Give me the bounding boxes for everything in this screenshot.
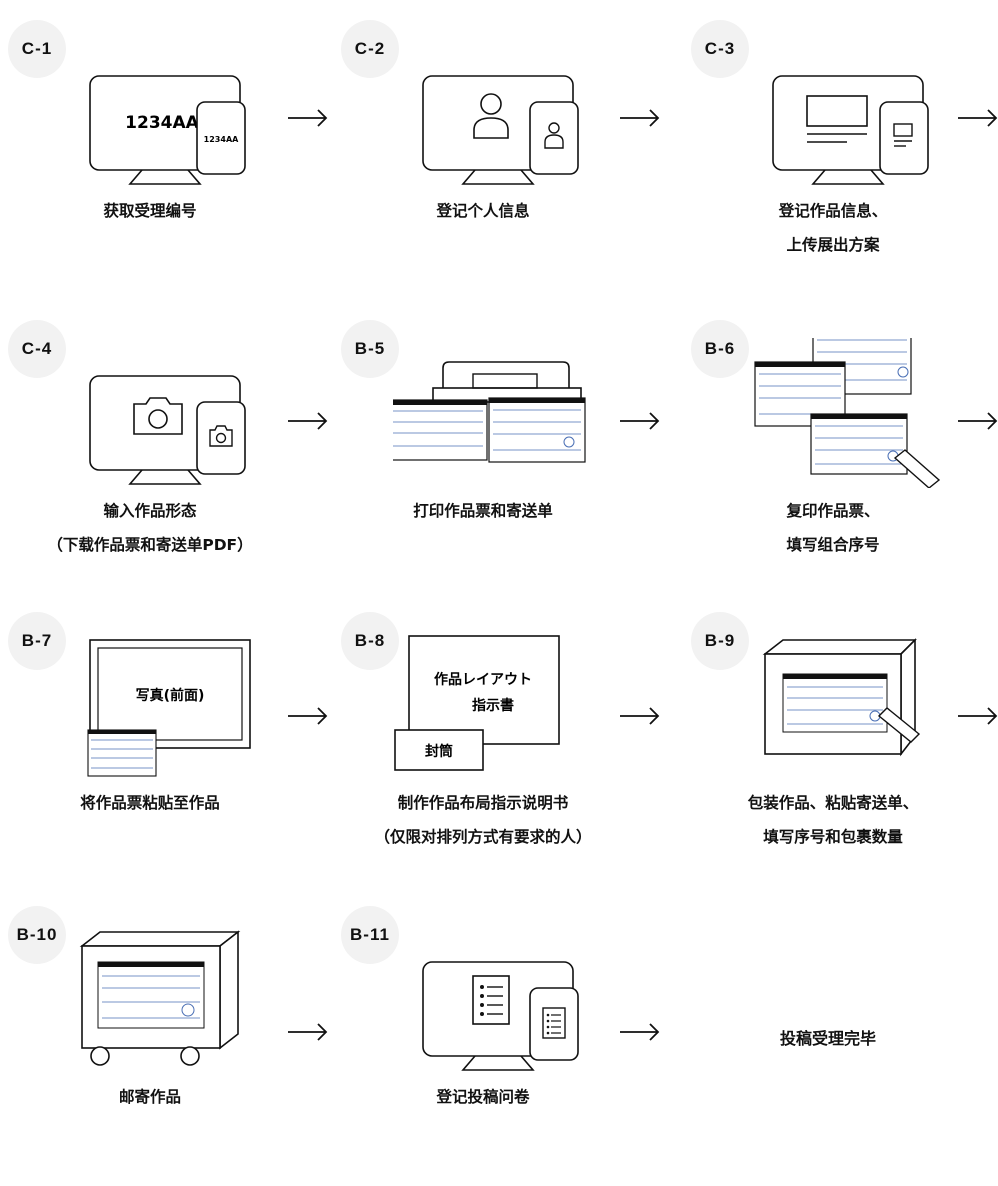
- package-label-pen-icon: [762, 638, 921, 757]
- monitor-phone-camera-icon: [89, 375, 246, 485]
- cart-package-icon: [79, 930, 241, 1066]
- arrow-right-icon: [620, 707, 660, 725]
- monitor-phone-questionnaire-icon: [422, 961, 579, 1071]
- display-code-text: 1234AA: [125, 113, 199, 133]
- step-caption: 登记投稿问卷: [436, 1088, 530, 1106]
- step-code-badge: B-9: [691, 612, 749, 670]
- frame-photo-text: 写真(前面): [136, 687, 205, 704]
- arrow-right-icon: [288, 1023, 328, 1041]
- arrow-right-icon: [958, 707, 998, 725]
- monitor-phone-code-icon: 1234AA 1234AA: [89, 75, 246, 185]
- step-code-badge: B-5: [341, 320, 399, 378]
- step-caption: 将作品票粘贴至作品: [80, 794, 220, 812]
- arrow-right-icon: [288, 412, 328, 430]
- step-code-badge: B-8: [341, 612, 399, 670]
- step-code-badge: C-1: [8, 20, 66, 78]
- arrow-right-icon: [620, 412, 660, 430]
- step-caption: 输入作品形态 （下载作品票和寄送单PDF）: [47, 502, 253, 554]
- copied-forms-pen-icon: [754, 338, 941, 488]
- layout-document-envelope-icon: 作品レイアウト 指示書 封筒: [394, 635, 560, 771]
- step-caption: 登记个人信息: [436, 202, 530, 220]
- step-code-badge: C-2: [341, 20, 399, 78]
- step-caption: 复印作品票、 填写组合序号: [786, 502, 880, 554]
- monitor-phone-person-icon: [422, 75, 579, 185]
- step-caption: 获取受理编号: [103, 202, 197, 220]
- monitor-phone-document-icon: [772, 75, 929, 185]
- step-c-1: C-1 1234AA 1234AA 获取受理编号: [0, 20, 300, 300]
- step-b-8: B-8 作品レイアウト 指示書 封筒 制作作品布局指示说明书 （仅限对排列方式有…: [333, 612, 633, 892]
- step-caption: 邮寄作品: [118, 1088, 181, 1106]
- arrow-right-icon: [288, 109, 328, 127]
- step-b-9: B-9 包装作品、粘贴寄送单、 填写序号和包裹数量: [683, 612, 983, 892]
- step-caption: 打印作品票和寄送单: [413, 502, 553, 520]
- step-c-4: C-4 输入作品形态 （下载作品票和寄送单PDF）: [0, 320, 300, 600]
- step-code-badge: C-3: [691, 20, 749, 78]
- arrow-right-icon: [288, 707, 328, 725]
- framed-photo-ticket-icon: 写真(前面): [87, 639, 251, 777]
- step-b-11: B-11 登记投稿问卷: [333, 906, 633, 1186]
- step-b-7: B-7 写真(前面) 将作品票粘贴至作品: [0, 612, 300, 892]
- step-code-badge: B-10: [8, 906, 66, 964]
- step-code-badge: B-6: [691, 320, 749, 378]
- step-b-6: B-6 复印作品票、 填写组合序号: [683, 320, 983, 600]
- step-caption: 包装作品、粘贴寄送单、 填写序号和包裹数量: [747, 794, 919, 846]
- final-status-text: 投稿受理完毕: [780, 1029, 877, 1048]
- step-c-2: C-2 登记个人信息: [333, 20, 633, 300]
- layout-document-line-2: 指示書: [472, 697, 514, 714]
- arrow-right-icon: [958, 412, 998, 430]
- step-code-badge: B-11: [341, 906, 399, 964]
- arrow-right-icon: [958, 109, 998, 127]
- arrow-right-icon: [620, 1023, 660, 1041]
- printer-forms-icon: [393, 361, 586, 463]
- step-c-3: C-3 登记作品信息、 上传展出方案: [683, 20, 983, 300]
- layout-document-line-1: 作品レイアウト: [434, 671, 532, 688]
- envelope-text: 封筒: [425, 743, 453, 760]
- submission-steps-diagram: { "steps": [ {"code":"C-1","caption":["获…: [0, 20, 998, 1106]
- step-code-badge: C-4: [8, 320, 66, 378]
- phone-code-text: 1234AA: [204, 135, 239, 144]
- arrow-right-icon: [620, 109, 660, 127]
- step-caption: 制作作品布局指示说明书 （仅限对排列方式有要求的人）: [374, 794, 592, 846]
- step-b-10: B-10 邮寄作品: [0, 906, 300, 1186]
- step-b-5: B-5 打印作品票和寄送单: [333, 320, 633, 600]
- step-caption: 登记作品信息、 上传展出方案: [778, 202, 888, 254]
- step-code-badge: B-7: [8, 612, 66, 670]
